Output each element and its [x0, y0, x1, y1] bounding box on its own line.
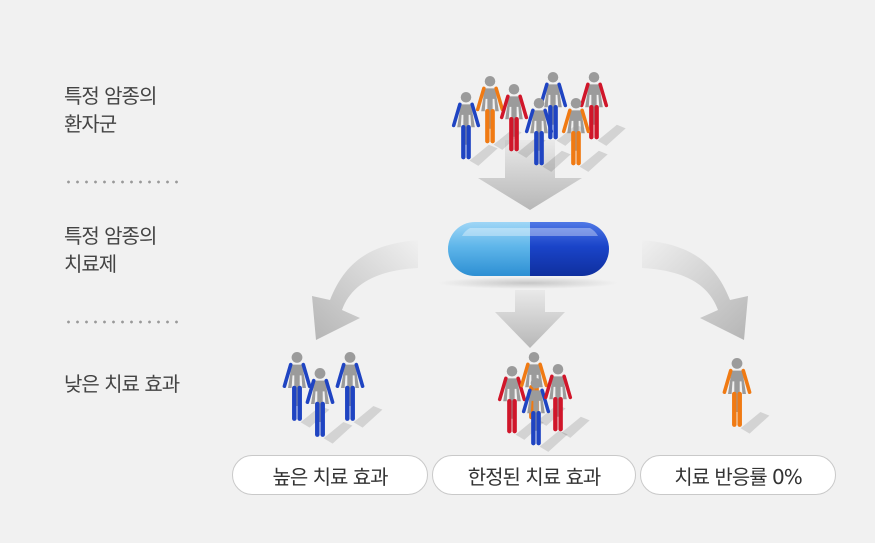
patient-group-label: 특정 암종의 환자군 — [64, 82, 157, 138]
effect-label-text: 낮은 치료 효과 — [64, 372, 180, 396]
drug-label-line1: 특정 암종의 — [64, 224, 157, 248]
outcome-limited-label: 한정된 치료 효과 — [467, 464, 602, 489]
person-icon — [524, 98, 571, 172]
person-icon — [451, 92, 498, 166]
person-icon — [543, 364, 590, 438]
dotted-divider-2 — [64, 320, 180, 324]
person-icon — [335, 352, 383, 428]
person-icon — [579, 72, 626, 146]
outcome-high-label: 높은 치료 효과 — [272, 464, 388, 489]
person-icon — [722, 358, 770, 434]
dotted-divider-1 — [64, 180, 180, 184]
drug-label-line2: 치료제 — [64, 252, 117, 276]
curved-arrow-left-icon — [312, 240, 418, 340]
patient-group-label-line1: 특정 암종의 — [64, 84, 157, 108]
person-icon — [538, 72, 585, 146]
person-icon — [521, 378, 568, 452]
person-icon — [305, 368, 353, 444]
outcome-button-high[interactable]: 높은 치료 효과 — [232, 455, 428, 495]
curved-arrow-right-icon — [642, 240, 748, 340]
people-layer — [282, 72, 770, 452]
arrow-down-icon — [478, 140, 582, 210]
effect-label: 낮은 치료 효과 — [64, 370, 180, 398]
outcome-zero-label: 치료 반응률 0% — [674, 464, 802, 489]
outcome-button-zero[interactable]: 치료 반응률 0% — [640, 455, 836, 495]
person-icon — [561, 98, 608, 172]
outcome-button-limited[interactable]: 한정된 치료 효과 — [432, 455, 636, 495]
drug-label: 특정 암종의 치료제 — [64, 222, 157, 278]
patient-group-label-line2: 환자군 — [64, 112, 117, 136]
arrow-down-small-icon — [495, 290, 565, 348]
capsule-icon — [438, 222, 618, 289]
